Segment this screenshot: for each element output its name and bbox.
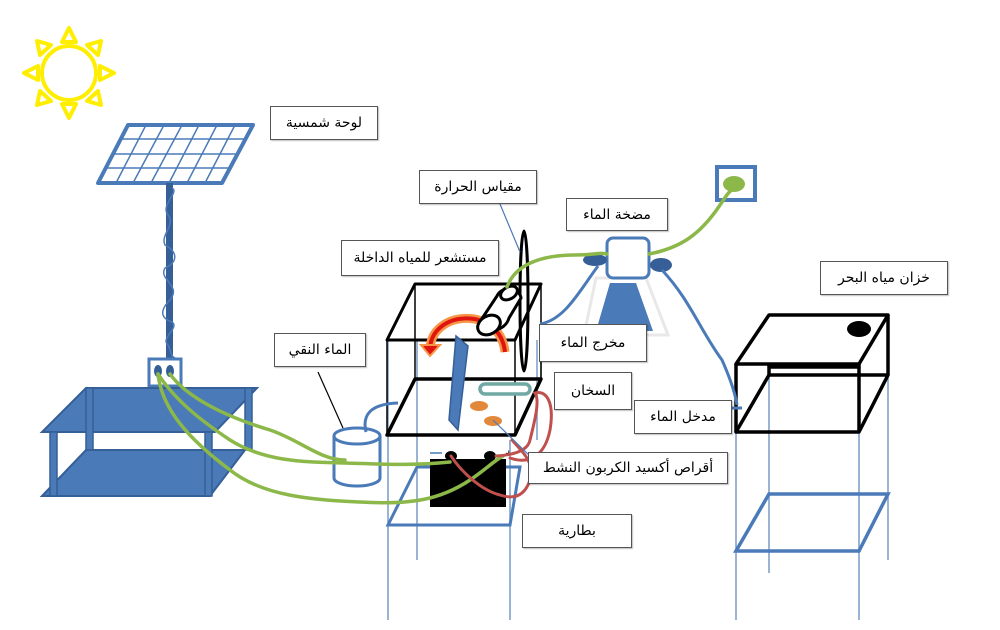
label-water-outlet: مخرج الماء [539, 324, 647, 362]
sensor-cylinder-icon [476, 284, 523, 337]
level-sensor-icon [715, 165, 757, 202]
thermometer-icon [518, 229, 530, 373]
label-thermometer: مقياس الحرارة [419, 170, 537, 204]
condenser-plate [448, 334, 469, 432]
label-water-pump: مضخة الماء [566, 198, 668, 231]
label-battery: بطارية [522, 514, 632, 548]
label-seawater-tank: خزان مياه البحر [820, 261, 948, 295]
heater-icon [478, 382, 532, 396]
seawater-tank-icon [732, 313, 891, 620]
carbon-disc [470, 401, 488, 411]
label-activated-carbon-discs: أقراص أكسيد الكربون النشط [528, 452, 728, 484]
pure-water-container-icon [332, 401, 399, 488]
red-wires [449, 391, 553, 499]
water-pipes [539, 265, 742, 410]
sun-icon [22, 26, 116, 120]
table-icon [39, 357, 260, 497]
evaporation-arrow-icon [418, 313, 510, 358]
water-pump-icon [582, 236, 672, 337]
label-inlet-water-sensor: مستشعر للمياه الداخلة [341, 240, 499, 276]
solar-panel-icon [96, 123, 255, 359]
label-water-inlet: مدخل الماء [634, 400, 732, 434]
carbon-disc [484, 416, 502, 426]
label-pure-water: الماء النقي [274, 333, 366, 367]
label-heater: السخان [554, 372, 632, 410]
label-solar-panel: لوحة شمسية [270, 106, 378, 140]
